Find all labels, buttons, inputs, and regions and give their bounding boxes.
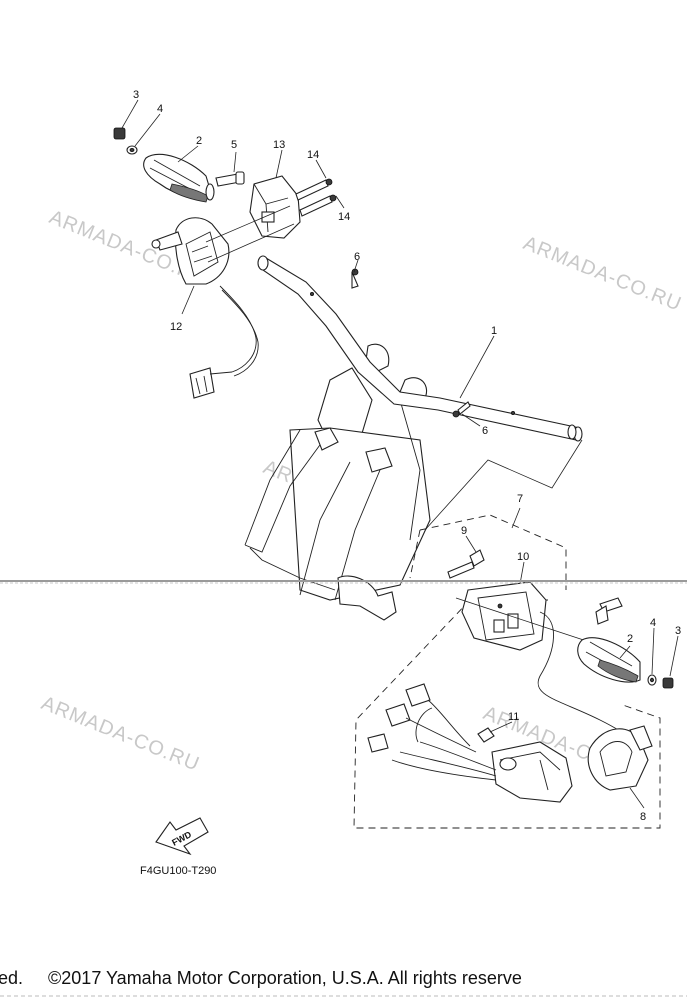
scan-seam <box>0 580 687 584</box>
callout-4-right: 4 <box>650 617 656 629</box>
callout-3: 3 <box>133 89 139 101</box>
left-grip-assembly <box>113 127 245 203</box>
callout-4: 4 <box>157 103 163 115</box>
fwd-arrow: FWD <box>155 817 209 856</box>
left-switch-assembly <box>151 217 259 399</box>
right-grip-assembly <box>577 597 679 689</box>
watermark-4: ARMADA-CO.RU <box>38 692 203 776</box>
callout-6-bottom: 6 <box>482 425 488 437</box>
callout-2: 2 <box>196 135 202 147</box>
switch-cover-assembly <box>205 175 337 263</box>
watermark-2: ARMADA-CO.RU <box>520 232 685 316</box>
callout-12: 12 <box>170 321 182 333</box>
callout-14-bottom: 14 <box>338 211 350 223</box>
upper-leaders <box>121 99 583 531</box>
callout-14-top: 14 <box>307 149 319 161</box>
steering-frame <box>244 343 431 621</box>
callout-10: 10 <box>517 551 529 563</box>
copyright-bar: ed. ©2017 Yamaha Motor Corporation, U.S.… <box>0 968 687 997</box>
handlebar <box>257 255 583 442</box>
callout-13: 13 <box>273 139 285 151</box>
right-switch-lower <box>367 683 653 809</box>
copyright-text: ed. ©2017 Yamaha Motor Corporation, U.S.… <box>0 968 522 988</box>
callout-9: 9 <box>461 525 467 537</box>
callout-1: 1 <box>491 325 497 337</box>
callout-7: 7 <box>517 493 523 505</box>
right-switch-upper <box>447 535 633 741</box>
callout-6-top: 6 <box>354 251 360 263</box>
callout-8: 8 <box>640 811 646 823</box>
callout-2-right: 2 <box>627 633 633 645</box>
callout-11: 11 <box>508 711 519 723</box>
callout-5: 5 <box>231 139 237 151</box>
callout-3-right: 3 <box>675 625 681 637</box>
screws-6 <box>351 268 471 418</box>
callout-labels: 3 4 2 5 13 14 14 6 12 1 6 7 9 10 2 4 3 1… <box>133 89 681 823</box>
figure-code: F4GU100-T290 <box>140 865 216 877</box>
